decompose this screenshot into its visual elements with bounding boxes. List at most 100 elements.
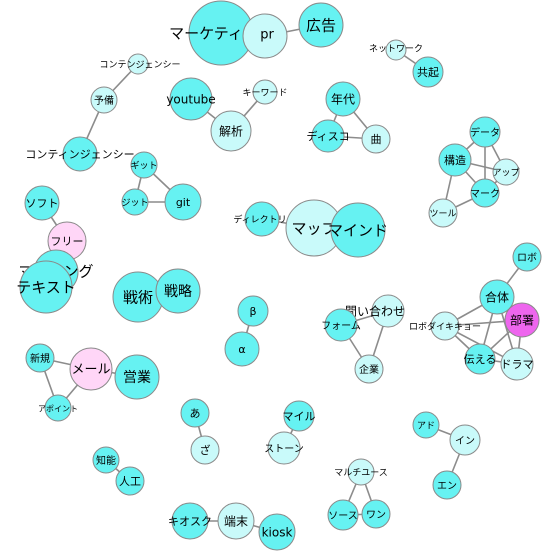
node-kyoki: 共起 (412, 56, 444, 88)
node-circle-app (492, 158, 520, 186)
node-contingency1: コンテンジェンシー (99, 53, 181, 75)
node-mind: マインド (328, 202, 388, 258)
node-label-source: ソース (328, 511, 358, 522)
node-gattai: 合体 (479, 279, 515, 315)
node-label-kaiseki: 解析 (219, 125, 243, 139)
node-label-alpha: α (238, 343, 245, 356)
node-in: イン (449, 424, 481, 456)
node-circle-kaiseki (210, 110, 252, 152)
node-label-git: git (176, 196, 191, 209)
node-circle-mail (69, 347, 113, 391)
node-label-gattai: 合体 (485, 290, 509, 305)
node-circle-directory (244, 201, 280, 237)
node-circle-tsutaeru (464, 343, 496, 375)
node-kouzou: 構造 (438, 143, 472, 177)
node-git: git (164, 183, 202, 221)
node-ad: 広告 (298, 2, 344, 48)
node-label-contingency1: コンテンジェンシー (99, 60, 180, 71)
node-label-keyword: キーワード (242, 89, 287, 99)
node-circle-jitto (121, 188, 149, 216)
node-circle-a-kana (180, 398, 210, 428)
node-kyoku: 曲 (361, 124, 391, 154)
node-label-mail: メール (71, 363, 110, 378)
node-circle-alpha (224, 331, 260, 367)
node-label-git-kana: ギット (130, 161, 157, 172)
node-youtube: youtube (166, 77, 216, 121)
node-circle-kyoki (412, 56, 444, 88)
node-circle-network (385, 39, 407, 61)
node-chinou: 知能 (92, 446, 120, 474)
node-label-app: アップ (492, 168, 519, 179)
node-kaiseki: 解析 (210, 110, 252, 152)
node-label-drama: ドラマ (501, 358, 534, 371)
node-label-appoint: アポイント (38, 405, 78, 414)
node-label-en: エン (437, 481, 457, 492)
node-contingency2: コンティンジェンシー (25, 136, 135, 172)
node-circle-jinko (115, 466, 145, 496)
node-label-multi: マルチユース (334, 468, 388, 479)
node-label-jitto: ジット (121, 199, 148, 209)
node-senjutsu: 戦術 (112, 271, 164, 323)
node-mile: マイル (283, 400, 316, 432)
node-text: テキスト (16, 260, 76, 314)
node-label-robodaikikyo: ロボダイキキョー (409, 321, 481, 333)
node-label-data: データ (470, 126, 500, 139)
node-circle-robodaikikyo (430, 311, 460, 341)
node-disco: ディスコ (306, 119, 350, 153)
node-yobi: 予備 (90, 86, 118, 114)
node-circle-multi (347, 458, 375, 486)
node-circle-kigyo (354, 354, 384, 384)
node-circle-text (19, 260, 73, 314)
node-busho: 部署 (504, 302, 540, 338)
node-label-shinki: 新規 (30, 352, 50, 365)
node-label-mark: マーク (470, 188, 500, 200)
node-senryaku: 戦略 (155, 268, 201, 314)
node-git-kana: ギット (130, 151, 158, 179)
node-ado: アド (412, 411, 440, 439)
node-pr: pr (242, 13, 288, 59)
node-mark: マーク (470, 178, 500, 208)
node-beta: β (237, 295, 269, 327)
node-circle-pr (242, 13, 288, 59)
node-circle-busho (504, 302, 540, 338)
node-label-kiosk: kiosk (262, 526, 293, 540)
node-circle-shinki (25, 343, 55, 373)
node-label-toiawase: 問い合わせ (345, 304, 405, 319)
node-za: ざ (190, 435, 220, 465)
node-label-soft: ソフト (26, 197, 59, 210)
node-circle-en (432, 470, 462, 500)
node-circle-kouzou (438, 143, 472, 177)
node-label-one: ワン (366, 510, 386, 521)
node-jitto: ジット (121, 188, 149, 216)
node-keyword: キーワード (242, 79, 288, 105)
node-circle-stone (267, 431, 301, 465)
node-circle-mind (330, 202, 386, 258)
node-circle-kiosk (258, 513, 296, 551)
node-circle-git-kana (130, 151, 158, 179)
node-kiosk: kiosk (258, 513, 296, 551)
node-circle-chinou (92, 446, 120, 474)
node-eigyo: 営業 (114, 354, 160, 400)
node-label-mile: マイル (283, 410, 316, 423)
node-kiosk-kana: キオスク (168, 502, 212, 540)
node-label-stone: ストーン (264, 444, 304, 455)
node-multi: マルチユース (334, 458, 388, 486)
node-label-eigyo: 営業 (123, 370, 151, 386)
node-circle-mile (283, 400, 315, 432)
node-label-jinko: 人工 (119, 475, 141, 488)
node-circle-one (361, 499, 391, 529)
node-circle-tanmatsu (217, 502, 255, 540)
node-label-directory: ディレクトリ (233, 214, 286, 226)
node-label-network: ネットワーク (369, 44, 423, 55)
node-circle-ado (412, 411, 440, 439)
node-label-nendai: 年代 (331, 93, 355, 107)
node-label-senjutsu: 戦術 (123, 289, 153, 307)
node-data: データ (469, 116, 501, 148)
node-en: エン (432, 470, 462, 500)
node-label-senryaku: 戦略 (164, 284, 192, 300)
node-label-kigyo: 企業 (359, 363, 379, 376)
node-label-robo: ロボ (517, 252, 537, 264)
node-label-za: ざ (200, 443, 211, 457)
node-label-tanmatsu: 端末 (224, 515, 248, 529)
